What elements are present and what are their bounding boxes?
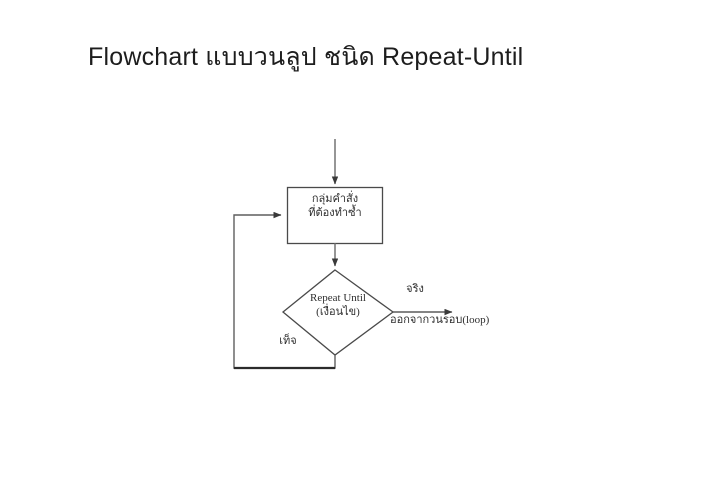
node-decision-label: Repeat Until (เงื่อนไข) [288,292,388,320]
process-label-line2: ที่ต้องทำซ้ำ [308,206,362,219]
decision-label-line2: (เงื่อนไข) [316,305,360,318]
decision-label-line1: Repeat Until [310,292,366,304]
edge-label-exit-loop: ออกจากวนรอบ(loop) [390,314,490,326]
page-title: Flowchart แบบวนลูป ชนิด Repeat-Until [88,43,524,71]
node-process-shape [286,186,384,245]
edge-label-false: เท็จ [279,335,297,347]
edge-label-true: จริง [406,283,424,295]
process-label-line1: กลุ่มคำสั่ง [311,193,359,205]
node-process-label: กลุ่มคำสั่ง ที่ต้องทำซ้ำ [287,193,383,221]
